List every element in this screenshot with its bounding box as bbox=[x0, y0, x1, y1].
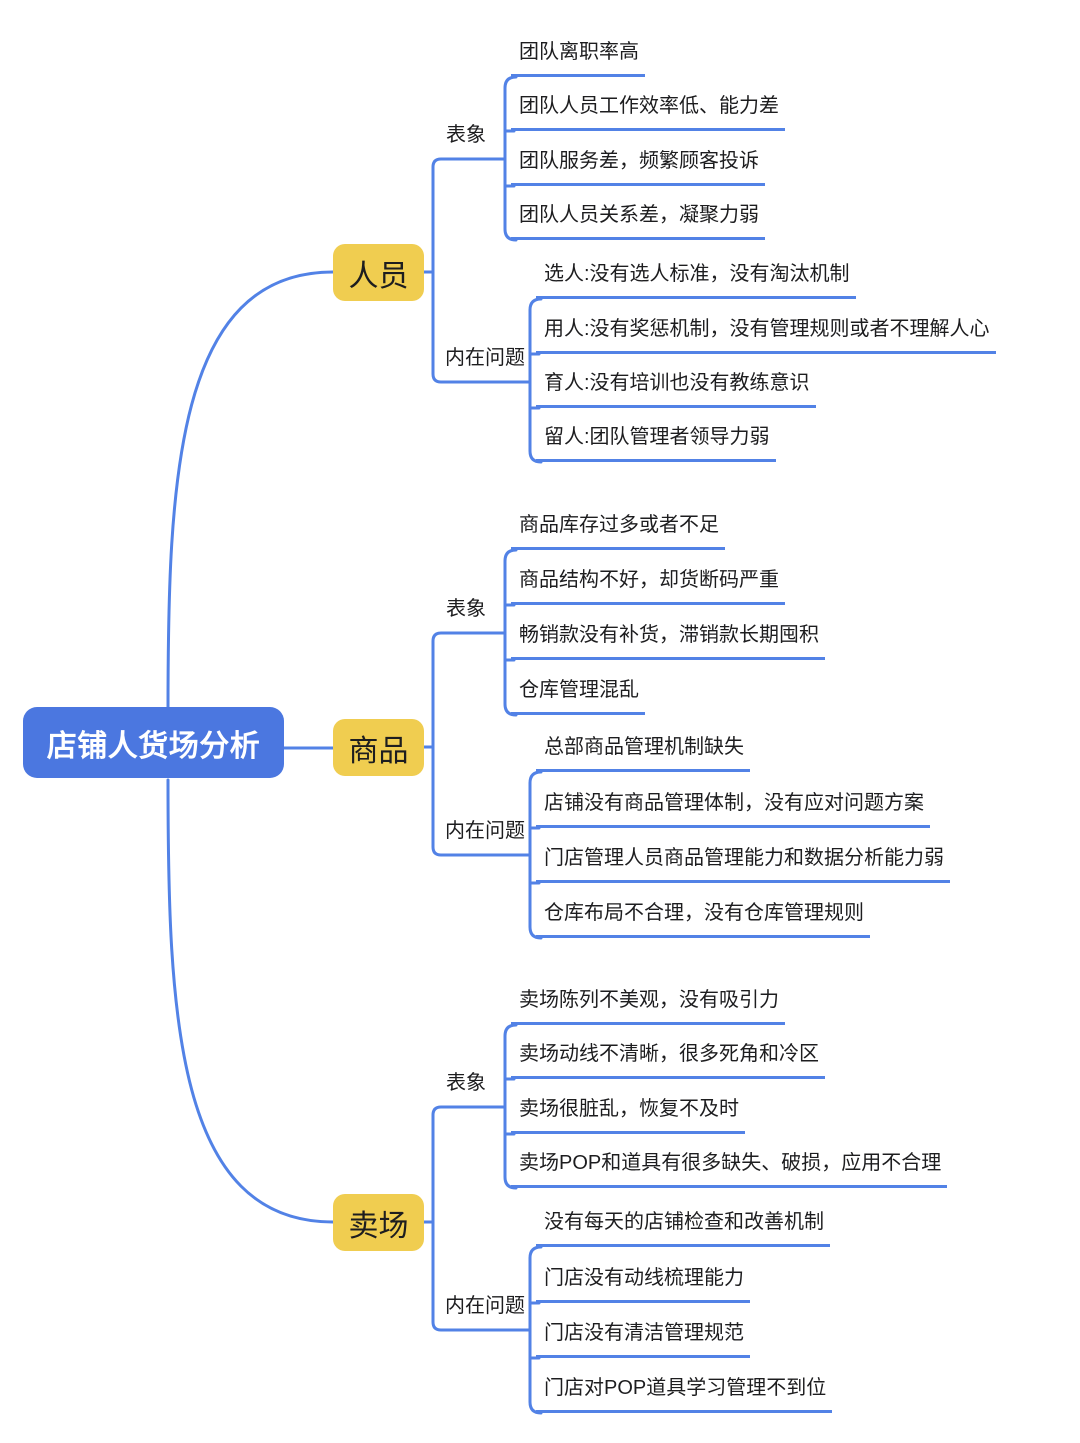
leaf-item[interactable]: 团队人员工作效率低、能力差 bbox=[511, 95, 785, 131]
leaf-item[interactable]: 商品结构不好，却货断码严重 bbox=[511, 569, 785, 605]
group-label-people-internal[interactable]: 内在问题 bbox=[445, 347, 525, 369]
group-label-people-surface[interactable]: 表象 bbox=[446, 124, 486, 146]
connector-people-groups bbox=[422, 157, 532, 384]
root-node[interactable]: 店铺人货场分析 bbox=[23, 707, 284, 778]
connector-goods-groups bbox=[422, 631, 532, 857]
bracket-goods-surface bbox=[503, 548, 518, 717]
leaf-item[interactable]: 用人:没有奖惩机制，没有管理规则或者不理解人心 bbox=[536, 318, 996, 354]
leaf-item[interactable]: 仓库布局不合理，没有仓库管理规则 bbox=[536, 902, 870, 938]
leaf-item[interactable]: 留人:团队管理者领导力弱 bbox=[536, 426, 776, 462]
leaf-item[interactable]: 选人:没有选人标准，没有淘汰机制 bbox=[536, 263, 856, 299]
leaf-item[interactable]: 卖场动线不清晰，很多死角和冷区 bbox=[511, 1043, 825, 1079]
leaf-item[interactable]: 团队离职率高 bbox=[511, 41, 645, 77]
branch-node-place[interactable]: 卖场 bbox=[333, 1194, 424, 1251]
leaf-item[interactable]: 没有每天的店铺检查和改善机制 bbox=[536, 1211, 830, 1247]
leaf-item[interactable]: 仓库管理混乱 bbox=[511, 679, 645, 715]
bracket-place-surface bbox=[503, 1023, 518, 1190]
leaf-item[interactable]: 团队服务差，频繁顾客投诉 bbox=[511, 150, 765, 186]
group-label-goods-surface[interactable]: 表象 bbox=[446, 598, 486, 620]
group-label-place-surface[interactable]: 表象 bbox=[446, 1072, 486, 1094]
leaf-item[interactable]: 团队人员关系差，凝聚力弱 bbox=[511, 204, 765, 240]
bracket-people-surface bbox=[503, 75, 518, 242]
leaf-item[interactable]: 店铺没有商品管理体制，没有应对问题方案 bbox=[536, 792, 930, 828]
branch-node-people[interactable]: 人员 bbox=[333, 244, 424, 301]
leaf-item[interactable]: 畅销款没有补货，滞销款长期囤积 bbox=[511, 624, 825, 660]
connector-root-to-people bbox=[166, 270, 335, 712]
bracket-place-internal bbox=[528, 1245, 543, 1415]
group-label-place-internal[interactable]: 内在问题 bbox=[445, 1295, 525, 1317]
leaf-item[interactable]: 门店没有清洁管理规范 bbox=[536, 1322, 750, 1358]
leaf-item[interactable]: 卖场很脏乱，恢复不及时 bbox=[511, 1098, 745, 1134]
connector-place-groups bbox=[422, 1105, 532, 1332]
branch-node-goods[interactable]: 商品 bbox=[333, 719, 424, 776]
leaf-item[interactable]: 卖场陈列不美观，没有吸引力 bbox=[511, 989, 785, 1025]
leaf-item[interactable]: 商品库存过多或者不足 bbox=[511, 514, 725, 550]
leaf-item[interactable]: 总部商品管理机制缺失 bbox=[536, 736, 750, 772]
leaf-item[interactable]: 卖场POP和道具有很多缺失、破损，应用不合理 bbox=[511, 1152, 948, 1188]
group-label-goods-internal[interactable]: 内在问题 bbox=[445, 820, 525, 842]
leaf-item[interactable]: 育人:没有培训也没有教练意识 bbox=[536, 372, 816, 408]
leaf-item[interactable]: 门店没有动线梳理能力 bbox=[536, 1267, 750, 1303]
leaf-item[interactable]: 门店管理人员商品管理能力和数据分析能力弱 bbox=[536, 847, 950, 883]
bracket-goods-internal bbox=[528, 770, 543, 940]
leaf-item[interactable]: 门店对POP道具学习管理不到位 bbox=[536, 1377, 833, 1413]
connector-root-to-place bbox=[166, 778, 335, 1224]
bracket-people-internal bbox=[528, 297, 543, 464]
